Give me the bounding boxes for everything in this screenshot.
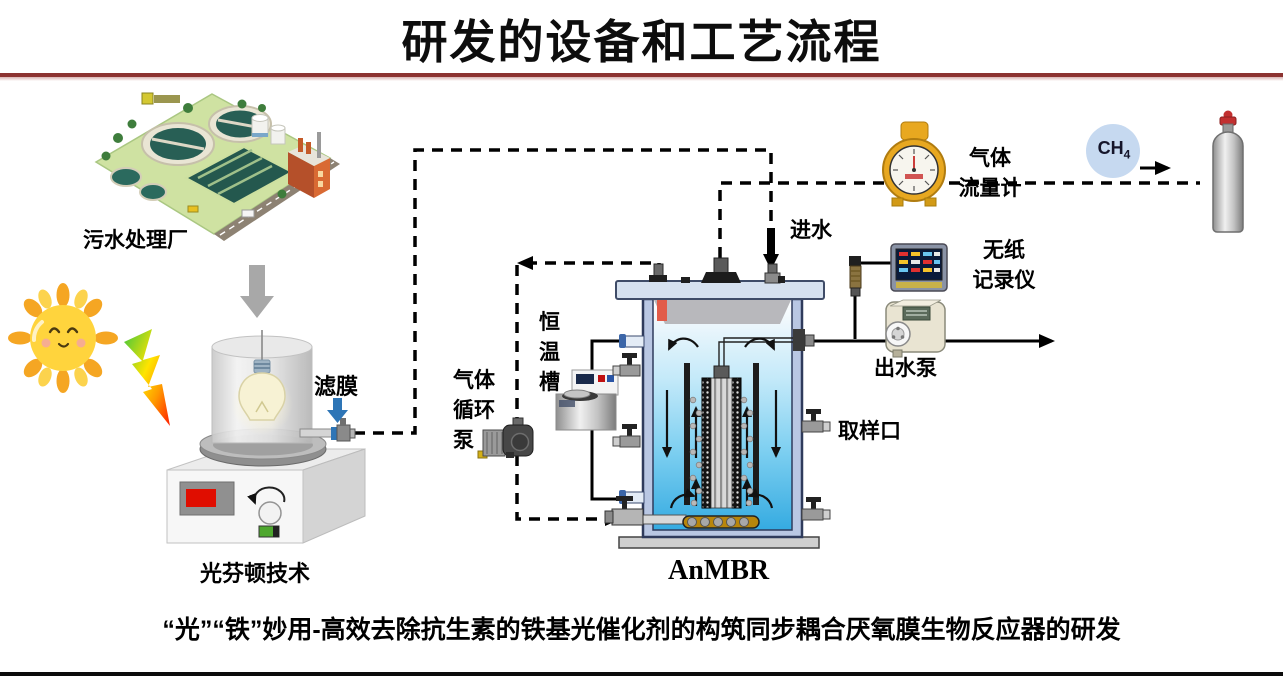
left-valve-mid xyxy=(612,424,641,448)
level-tag xyxy=(657,300,667,321)
pressure-sensor xyxy=(849,256,862,297)
thermostat-port-upper xyxy=(619,334,645,348)
bottom-rule xyxy=(0,672,1283,676)
light-bulb-icon xyxy=(238,372,286,421)
sun-icon xyxy=(8,283,118,393)
gas-sparger xyxy=(640,514,760,529)
label-sampling-port: 取样口 xyxy=(838,420,901,443)
label-methane: CH4 xyxy=(1097,138,1131,162)
anmbr-reactor xyxy=(604,257,831,549)
effluent-pump-device xyxy=(885,299,946,358)
dashed-line-photoreactor-to-influent xyxy=(354,148,773,435)
dashed-line-headspace-to-gasmeter xyxy=(718,181,1200,258)
gas-cylinder xyxy=(1212,110,1244,233)
label-wastewater-plant: 污水处理厂 xyxy=(83,229,188,252)
gas-flow-meter xyxy=(882,121,946,207)
sampling-valve xyxy=(801,409,831,433)
thermostat-bath xyxy=(555,369,619,431)
page-title: 研发的设备和工艺流程 xyxy=(401,16,882,68)
slide-caption: “光”“铁”妙用-高效去除抗生素的铁基光催化剂的构筑同步耦合厌氧膜生物反应器的研… xyxy=(162,616,1121,644)
baffle-left xyxy=(684,363,690,505)
title-rule xyxy=(0,73,1283,77)
wastewater-plant-illustration xyxy=(94,92,340,241)
membrane-module xyxy=(701,337,796,509)
lightning-icon xyxy=(124,329,170,426)
label-influent: 进水 xyxy=(790,219,832,242)
label-gas-flow-meter: 气体 流量计 xyxy=(958,147,1022,200)
gas-inlet-valve xyxy=(604,496,644,526)
gas-circulation-pump xyxy=(477,417,534,459)
reactor-base xyxy=(618,536,820,549)
paperless-recorder xyxy=(890,243,948,292)
illustration-watermark xyxy=(141,92,180,105)
led-display xyxy=(186,489,216,507)
reactor-lid xyxy=(615,280,825,300)
title-rule-shadow xyxy=(0,77,1283,81)
label-filter-membrane: 滤膜 xyxy=(314,374,359,399)
label-paperless-recorder: 无纸 记录仪 xyxy=(972,239,1036,292)
right-valve-lower xyxy=(801,497,831,521)
label-thermostat-bath: 恒 温 槽 xyxy=(539,311,560,394)
lid-fittings xyxy=(649,257,785,284)
methane-bubble xyxy=(1086,124,1140,178)
bath-screen xyxy=(576,374,594,384)
headspace xyxy=(654,300,791,324)
uv-lamp-cap xyxy=(253,359,271,374)
membrane-filter-valve xyxy=(331,418,356,442)
baffle-right xyxy=(753,363,759,505)
photoreactor-vessel xyxy=(211,330,335,444)
down-arrow-icon xyxy=(240,265,274,318)
influent-arrow-shaft xyxy=(767,228,775,256)
label-gas-circulation-pump: 气体 循环 泵 xyxy=(453,369,495,452)
filter-membrane-arrow-icon xyxy=(327,398,348,423)
label-anmbr: AnMBR xyxy=(668,555,770,586)
label-effluent-pump: 出水泵 xyxy=(874,357,937,380)
left-valve-upper xyxy=(612,353,641,377)
gas-bubbles xyxy=(689,396,754,507)
permeate-port xyxy=(793,329,815,351)
circulation-arrows xyxy=(662,337,781,509)
label-photo-fenton: 光芬顿技术 xyxy=(200,561,311,586)
speed-knob xyxy=(258,501,282,525)
